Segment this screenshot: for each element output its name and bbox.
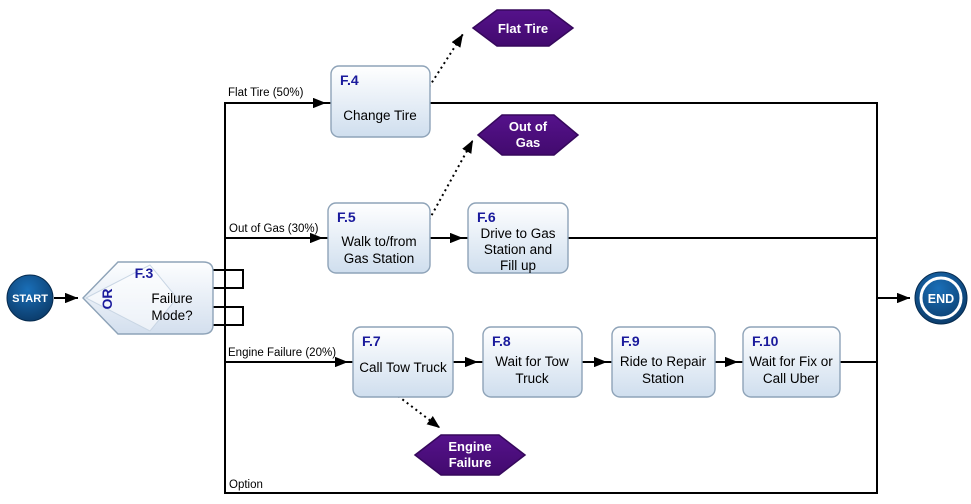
task-f6-box xyxy=(467,202,569,274)
option-container-label: Option xyxy=(229,479,263,491)
task-f9-id: F.9 xyxy=(621,333,640,349)
start-node: START xyxy=(6,274,54,322)
gateway-id: F.3 xyxy=(135,265,154,281)
end-inner-ring xyxy=(919,276,963,320)
event-out-of-gas: Out of Gas xyxy=(476,114,580,156)
end-node: END xyxy=(914,271,968,325)
task-f10-label-line2: Call Uber xyxy=(763,371,820,386)
event-link-f4-flat-tire xyxy=(428,33,464,88)
branch-label-out-of-gas: Out of Gas (30%) xyxy=(229,223,319,235)
task-f7-id: F.7 xyxy=(362,333,381,349)
task-f6-id: F.6 xyxy=(477,209,496,225)
task-f6-label-line3: Fill up xyxy=(500,258,536,273)
gateway-operator: OR xyxy=(99,289,115,310)
end-outer-circle xyxy=(914,271,968,325)
event-flat-tire-label: Flat Tire xyxy=(498,21,548,36)
task-f5: F.5 Walk to/from Gas Station xyxy=(327,202,431,274)
event-flat-tire: Flat Tire xyxy=(471,9,575,47)
event-engine-failure-hexagon xyxy=(413,434,527,476)
task-f9-box xyxy=(611,326,716,398)
event-link-f5-out-of-gas xyxy=(428,139,474,221)
gateway-inner-chevron xyxy=(84,264,178,332)
event-out-of-gas-label-line2: Gas xyxy=(516,135,541,150)
task-f4-id: F.4 xyxy=(340,72,359,88)
event-link-f7-engine-failure xyxy=(397,395,441,429)
event-engine-failure: Engine Failure xyxy=(413,434,527,476)
task-f8-box xyxy=(482,326,583,398)
start-label: START xyxy=(12,293,48,305)
event-flat-tire-hexagon xyxy=(471,9,575,47)
task-f5-box xyxy=(327,202,431,274)
task-f8-id: F.8 xyxy=(492,333,511,349)
task-f5-id: F.5 xyxy=(337,209,356,225)
end-label: END xyxy=(928,292,954,306)
task-f4: F.4 Change Tire xyxy=(330,65,431,138)
task-f9-label-line2: Station xyxy=(642,371,684,386)
gateway-bracket-top xyxy=(213,269,244,289)
task-f5-label-line2: Gas Station xyxy=(344,251,415,266)
branch-label-flat-tire: Flat Tire (50%) xyxy=(228,87,304,99)
gateway-bracket-bottom xyxy=(213,306,244,326)
task-f7-box xyxy=(352,326,454,398)
option-container-outline xyxy=(224,102,878,494)
event-out-of-gas-label-line1: Out of xyxy=(509,119,548,134)
task-f10: F.10 Wait for Fix or Call Uber xyxy=(742,326,841,398)
task-f6-label-line2: Station and xyxy=(484,242,552,257)
task-f5-label-line1: Walk to/from xyxy=(341,234,416,249)
event-engine-failure-label-line2: Failure xyxy=(449,455,492,470)
task-f4-label: Change Tire xyxy=(343,108,417,123)
task-f8-label-line1: Wait for Tow xyxy=(495,354,569,369)
task-f9: F.9 Ride to Repair Station xyxy=(611,326,716,398)
gateway-question-line1: Failure xyxy=(151,291,192,306)
task-f4-box xyxy=(330,65,431,138)
task-f9-label-line1: Ride to Repair xyxy=(620,354,707,369)
task-f6-label-line1: Drive to Gas xyxy=(480,226,555,241)
gateway-f3: F.3 OR Failure Mode? xyxy=(82,261,214,335)
task-f10-id: F.10 xyxy=(752,333,779,349)
task-f8: F.8 Wait for Tow Truck xyxy=(482,326,583,398)
branch-label-engine-failure: Engine Failure (20%) xyxy=(228,347,336,359)
task-f10-box xyxy=(742,326,841,398)
event-out-of-gas-hexagon xyxy=(476,114,580,156)
task-f10-label-line1: Wait for Fix or xyxy=(749,354,833,369)
start-circle xyxy=(6,274,54,322)
task-f6: F.6 Drive to Gas Station and Fill up xyxy=(467,202,569,274)
task-f8-label-line2: Truck xyxy=(515,371,548,386)
gateway-question-line2: Mode? xyxy=(151,308,192,323)
event-engine-failure-label-line1: Engine xyxy=(448,439,491,454)
task-f7: F.7 Call Tow Truck xyxy=(352,326,454,398)
task-f7-label: Call Tow Truck xyxy=(359,360,447,375)
